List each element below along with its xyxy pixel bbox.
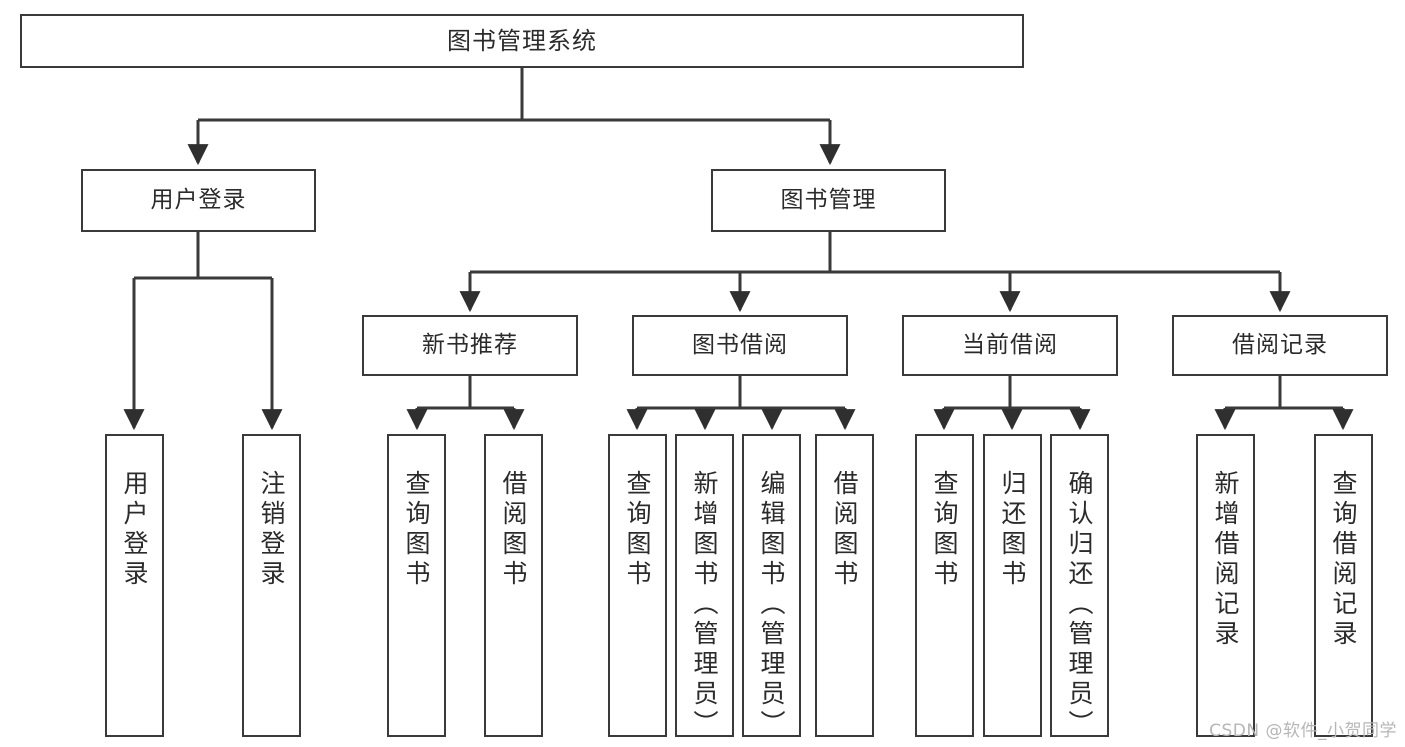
node-user-login[interactable]: 用户登录 (81, 169, 316, 232)
leaf-add-borrow-record[interactable]: 新增借阅记录 (1196, 434, 1255, 737)
csdn-watermark: CSDN @软件_小贺同学 (1209, 721, 1397, 741)
node-label: 用户登录 (120, 470, 149, 590)
node-label: 新增图书（管理员） (690, 470, 719, 740)
leaf-borrow-book-nbr[interactable]: 借阅图书 (484, 434, 543, 737)
leaf-query-book-bb[interactable]: 查询图书 (608, 434, 667, 737)
leaf-query-book-cb[interactable]: 查询图书 (915, 434, 974, 737)
leaf-user-login[interactable]: 用户登录 (105, 434, 164, 737)
leaf-return-book[interactable]: 归还图书 (983, 434, 1042, 737)
node-label: 新书推荐 (422, 331, 518, 358)
node-current-borrowing[interactable]: 当前借阅 (902, 315, 1118, 376)
leaf-logout[interactable]: 注销登录 (242, 434, 301, 737)
node-label: 查询图书 (623, 470, 652, 590)
leaf-borrow-book-bb[interactable]: 借阅图书 (815, 434, 874, 737)
node-label: 确认归还（管理员） (1065, 470, 1094, 740)
node-label: 查询借阅记录 (1329, 470, 1358, 650)
node-label: 借阅图书 (830, 470, 859, 590)
leaf-query-book-nbr[interactable]: 查询图书 (387, 434, 446, 737)
node-root-book-management-system[interactable]: 图书管理系统 (20, 14, 1024, 68)
node-label: 借阅记录 (1232, 331, 1328, 358)
leaf-add-book-admin[interactable]: 新增图书（管理员） (675, 434, 734, 740)
node-book-borrowing[interactable]: 图书借阅 (632, 315, 848, 376)
node-borrowing-record[interactable]: 借阅记录 (1172, 315, 1388, 376)
node-label: 当前借阅 (962, 331, 1058, 358)
node-new-book-recommendation[interactable]: 新书推荐 (362, 315, 578, 376)
node-label: 图书管理系统 (447, 26, 597, 55)
node-label: 用户登录 (150, 186, 247, 213)
node-label: 新增借阅记录 (1211, 470, 1240, 650)
node-label: 借阅图书 (499, 470, 528, 590)
leaf-query-borrow-record[interactable]: 查询借阅记录 (1314, 434, 1373, 737)
node-label: 归还图书 (998, 470, 1027, 590)
leaf-confirm-return-admin[interactable]: 确认归还（管理员） (1050, 434, 1109, 740)
node-label: 查询图书 (402, 470, 431, 590)
node-label: 注销登录 (257, 470, 286, 590)
node-book-management[interactable]: 图书管理 (711, 169, 946, 232)
node-label: 编辑图书（管理员） (757, 470, 786, 740)
node-label: 图书借阅 (692, 331, 788, 358)
node-label: 查询图书 (930, 470, 959, 590)
node-label: 图书管理 (780, 186, 877, 213)
leaf-edit-book-admin[interactable]: 编辑图书（管理员） (742, 434, 801, 740)
